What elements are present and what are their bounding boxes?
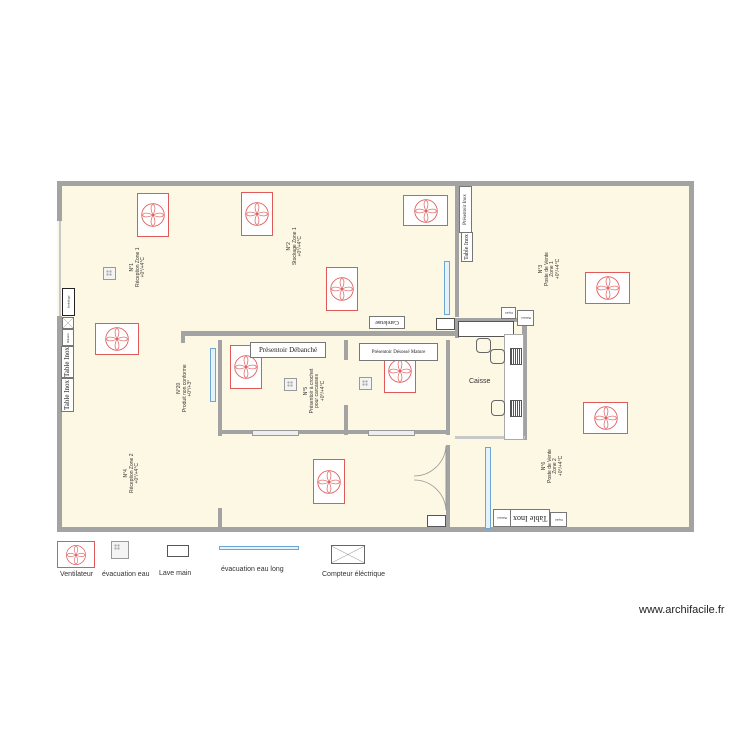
wall-cashier [522, 318, 527, 440]
legend-drain-label: évacuation eau [102, 571, 150, 578]
chair-icon [491, 400, 505, 416]
table-inox: Table Inox [61, 378, 74, 412]
balance: Balance [493, 509, 511, 527]
electric-meter-icon [62, 317, 74, 329]
long-drain-icon [485, 447, 491, 529]
wall-right [689, 181, 694, 532]
balance: Balance [517, 310, 534, 326]
legend-sink-icon [167, 545, 189, 557]
papier: Papier [501, 307, 516, 319]
chair-icon [476, 338, 491, 353]
window [368, 430, 415, 436]
presentoir-debanche: Présentoir Débanché [250, 342, 326, 358]
fan-icon [313, 459, 345, 504]
wall-inner [344, 405, 348, 435]
wall-inner [218, 340, 222, 436]
wall-inner [446, 340, 450, 435]
wall-inner [344, 340, 348, 360]
wall-left-opening [59, 221, 61, 316]
hand-sink-icon [436, 318, 455, 330]
legend-fan-label: Ventilateur [60, 571, 94, 578]
legend-meter-label: Compteur éléctrique [322, 571, 386, 578]
fan-icon [137, 193, 169, 237]
floor-drain-icon [359, 377, 372, 390]
legend-drain-icon [111, 541, 129, 559]
wall-inner [218, 430, 448, 434]
floor-drain-icon [284, 378, 297, 391]
chair-icon [490, 349, 505, 364]
legend-sink-label: Lave main [159, 570, 192, 577]
hand-sink-icon [427, 515, 446, 527]
wall-left [57, 316, 62, 532]
legend-fan-icon [57, 541, 95, 568]
wall-cashier [455, 318, 525, 322]
presentoir-inox: Présentoir Inox [459, 186, 472, 233]
table-inox: Table Inox [61, 346, 74, 378]
fan-icon [95, 323, 139, 355]
wall-cashier-bottom [455, 436, 525, 439]
long-drain-icon [210, 348, 216, 402]
presentoir-desosse: Présentoir Désossé Mature [359, 343, 438, 361]
emballage: Emballage [62, 288, 75, 316]
legend-meter-icon [331, 545, 365, 564]
double-door [413, 445, 447, 511]
fan-icon [403, 195, 448, 226]
careleuse: Careleuse [369, 316, 405, 329]
fan-icon [326, 267, 358, 311]
wall-inner [218, 508, 222, 530]
table-inox: Table Inox [461, 232, 473, 262]
wall-inner [446, 445, 450, 531]
fan-icon [583, 402, 628, 434]
wall-inner [181, 331, 458, 336]
cash-register-icon [510, 348, 522, 365]
cash-counter [458, 321, 514, 337]
fan-icon [241, 192, 273, 236]
floor-drain-icon [103, 267, 116, 280]
long-drain-icon [444, 261, 450, 315]
window [252, 430, 299, 436]
wall-inner [455, 181, 459, 317]
table-inox: Table Inox [510, 509, 550, 527]
legend-long-drain-icon [219, 546, 299, 550]
wall-cashier [455, 318, 459, 338]
wall-top [57, 181, 694, 186]
legend-long-drain-label: évacuation eau long [221, 566, 284, 573]
watermark: www.archifacile.fr [639, 604, 725, 616]
fan-icon [585, 272, 630, 304]
wall-left [57, 181, 62, 221]
wall-inner [181, 331, 185, 343]
caisse-label: Caisse [469, 378, 491, 385]
balance: Balance [62, 329, 74, 346]
cash-register-icon [510, 400, 522, 417]
papier: Papier [550, 512, 567, 527]
wall-bottom [57, 527, 694, 532]
